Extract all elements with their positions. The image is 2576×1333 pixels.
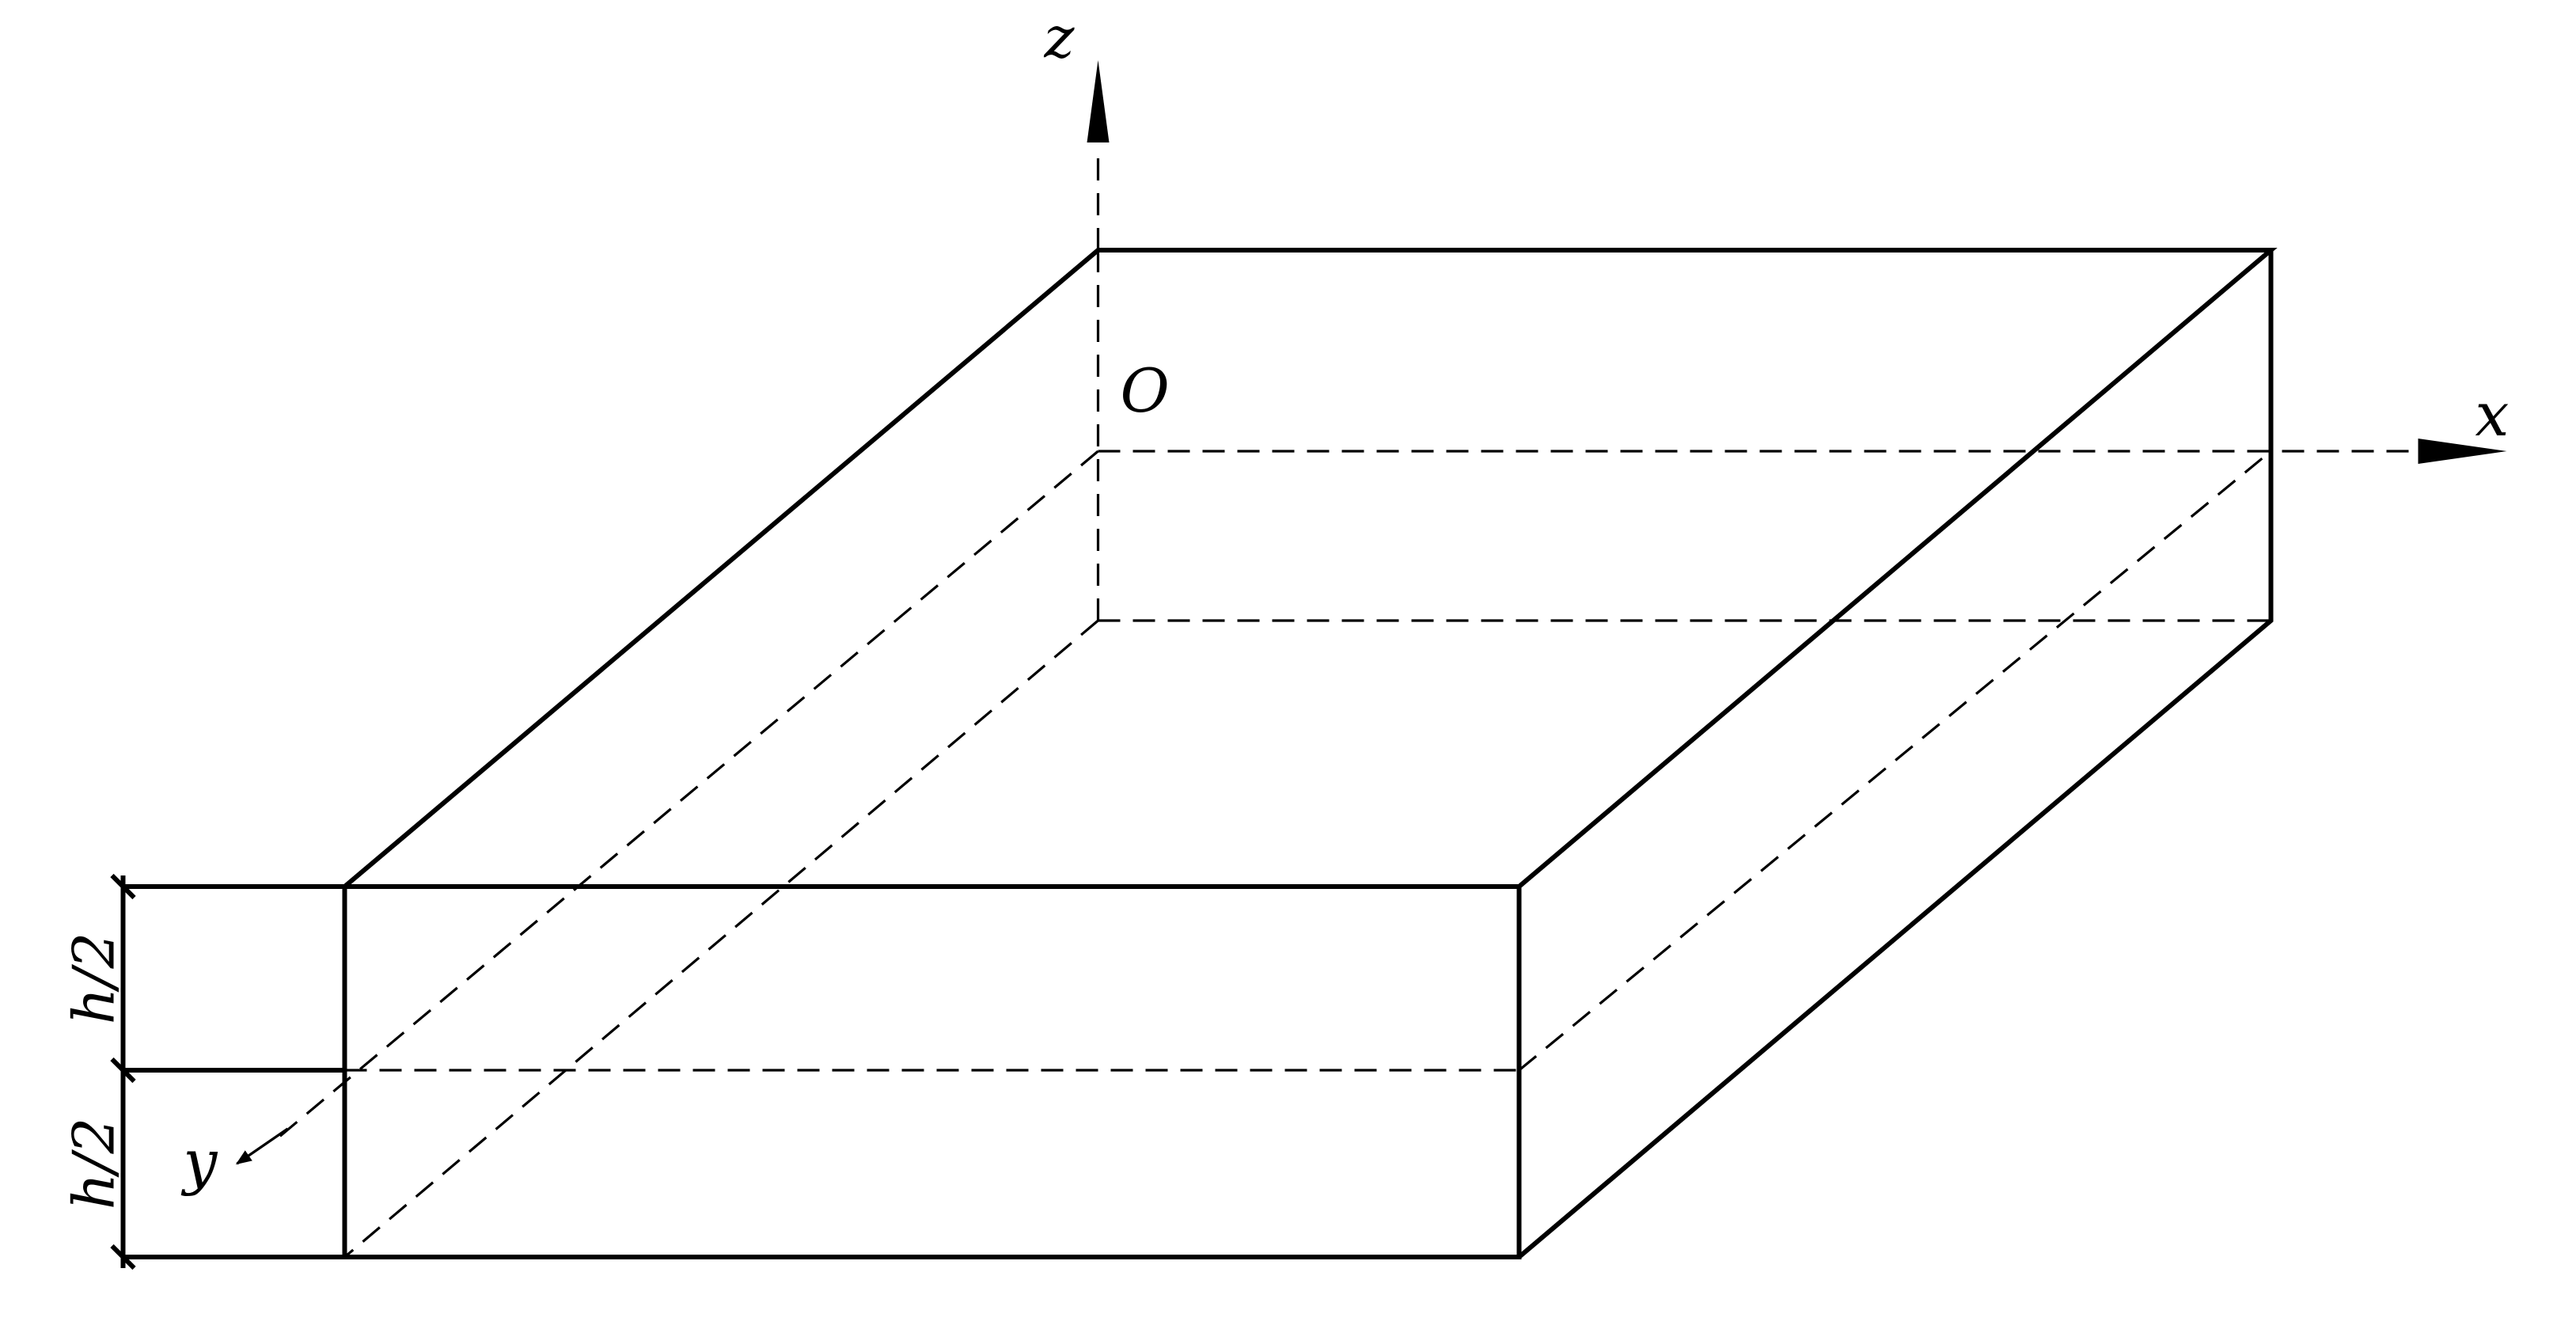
axis-arrows: [235, 60, 2507, 1165]
x-axis-arrowhead: [2418, 439, 2507, 464]
lower-half-thickness-label: h/2: [61, 1118, 127, 1210]
y-axis-label: y: [181, 1126, 218, 1197]
hidden-bottom-left: [343, 619, 1099, 1259]
mid-plane-right: [1518, 450, 2272, 1072]
y-axis-arrow-shaft: [235, 1127, 289, 1165]
thickness-dimension: [110, 873, 345, 1270]
front-face: [342, 884, 1522, 1259]
z-axis-arrowhead: [1087, 60, 1110, 142]
plate-solid-edges: [342, 248, 2278, 1259]
dimension-tick-mid: [110, 1057, 136, 1084]
plate-hidden-lines: [271, 150, 2425, 1259]
upper-half-thickness-label: h/2: [61, 932, 127, 1024]
y-axis-dashed: [271, 450, 1099, 1145]
origin-label: O: [1121, 355, 1170, 426]
x-axis-label: x: [2475, 379, 2510, 450]
z-axis-label: z: [1044, 4, 1076, 70]
right-face-edges: [1517, 250, 2274, 1259]
dimension-tick-top: [110, 873, 136, 900]
dimension-tick-bottom: [110, 1244, 136, 1270]
top-face-edges: [343, 248, 2278, 889]
